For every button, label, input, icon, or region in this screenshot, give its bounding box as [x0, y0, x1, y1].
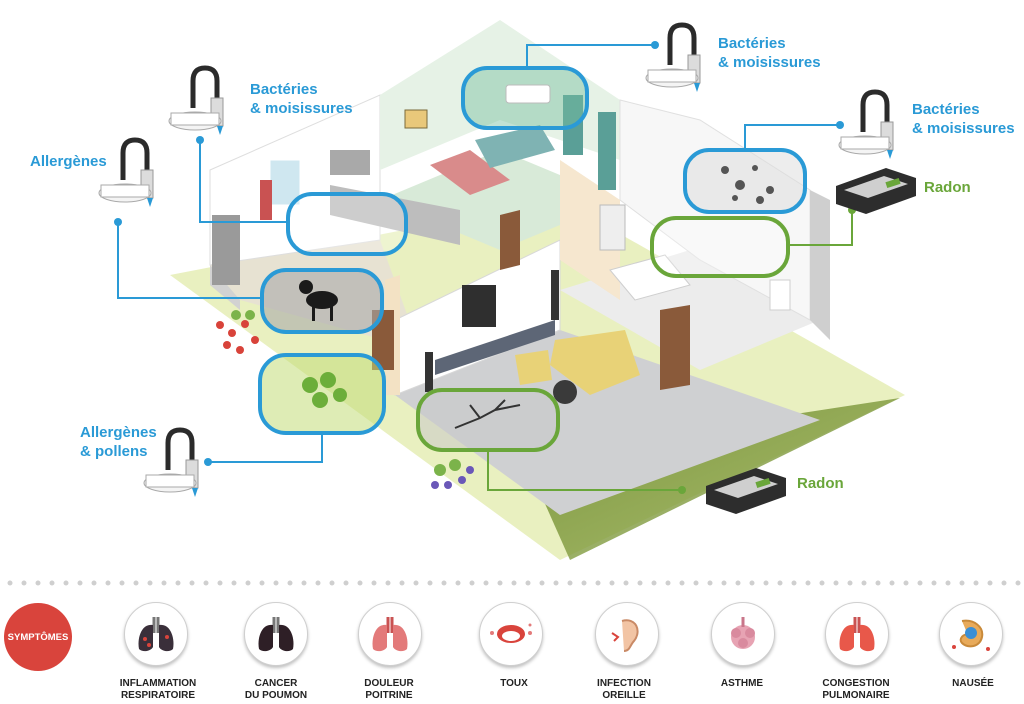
- symptom-label: INFLAMMATION RESPIRATOIRE: [119, 678, 197, 701]
- wall-back-bedroom: [380, 20, 620, 170]
- air-sampler-icon: [838, 89, 894, 159]
- air-sampler-icon: [645, 22, 701, 92]
- tv: [462, 285, 496, 327]
- painting: [404, 109, 428, 129]
- congested-lungs-icon: [825, 602, 889, 666]
- red-lungs-icon: [358, 602, 422, 666]
- tv-cabinet: [435, 320, 555, 375]
- door-bedroom: [500, 210, 520, 270]
- dotted-divider: [7, 580, 1021, 586]
- line-pollens: [208, 433, 323, 463]
- tomato-plants: [216, 310, 259, 354]
- counter-back: [330, 150, 370, 175]
- lavender-plants: [431, 459, 474, 489]
- air-sampler-icon: [168, 65, 224, 135]
- line-allergenes: [117, 222, 262, 299]
- fridge: [212, 215, 240, 285]
- wall-beige: [560, 160, 620, 300]
- highlight-kitchen: [286, 192, 408, 256]
- inflamed-lungs-icon: [124, 602, 188, 666]
- floor-living: [395, 330, 820, 515]
- symptom-label: CONGESTION PULMONAIRE: [822, 678, 890, 701]
- radon-monitor-icon: [706, 468, 786, 514]
- coffee-table: [553, 380, 577, 404]
- symptom-label: INFECTION OREILLE: [597, 678, 651, 701]
- line-radon-right: [788, 210, 853, 246]
- floor-crack: [454, 399, 521, 429]
- line-radon-bottom: [487, 450, 682, 491]
- symptom-label: TOUX: [500, 678, 528, 689]
- label-bacteries-right: Bactéries & moisissures: [912, 101, 1015, 137]
- sink: [769, 279, 791, 311]
- pollen-plant: [302, 372, 347, 408]
- line-top-right: [744, 124, 840, 150]
- sofa: [550, 330, 640, 395]
- speaker-right: [551, 270, 559, 320]
- door-living: [660, 305, 690, 390]
- line-top-left: [199, 140, 288, 223]
- armchair: [515, 350, 552, 385]
- symptom-label: NAUSÉE: [952, 678, 994, 689]
- sofa-bedroom: [475, 125, 555, 168]
- symptom-label: ASTHME: [720, 678, 764, 689]
- speaker-left: [425, 352, 433, 392]
- ear-icon: [595, 602, 659, 666]
- bathtub: [609, 254, 691, 301]
- stomach-icon: [939, 602, 1003, 666]
- shelves: [599, 204, 626, 251]
- highlight-crack: [416, 388, 560, 452]
- symptoms-badge: SYMPTÔMES: [4, 603, 72, 671]
- label-bacteries-center: Bactéries & moisissures: [718, 35, 821, 71]
- radon-monitor-icon: [836, 168, 916, 214]
- dog-silhouette: [299, 280, 338, 321]
- line-top-center: [526, 44, 655, 68]
- symptom-label: CANCER DU POUMON: [244, 678, 308, 701]
- symptom-label: DOULEUR POITRINE: [364, 678, 414, 701]
- air-sampler-icon: [98, 137, 154, 207]
- counter: [330, 185, 460, 245]
- curtain-kitchen: [260, 180, 272, 220]
- ac-unit: [505, 84, 551, 104]
- house-shadow: [530, 398, 900, 560]
- dark-lungs-icon: [244, 602, 308, 666]
- mold-spots: [721, 165, 774, 204]
- wall-right-outer: [810, 190, 830, 340]
- curtain-right: [598, 112, 616, 190]
- label-allergenes: Allergènes: [30, 153, 107, 170]
- label-allergenes-pollens: Allergènes & pollens: [80, 424, 157, 460]
- highlight-bath: [650, 216, 790, 278]
- bed: [430, 150, 510, 195]
- open-mouth-icon: [479, 602, 543, 666]
- label-radon-bottom: Radon: [797, 475, 844, 492]
- bronchi-icon: [711, 602, 775, 666]
- label-bacteries-left: Bactéries & moisissures: [250, 81, 353, 117]
- air-sampler-icon: [143, 427, 199, 497]
- label-radon-right: Radon: [924, 179, 971, 196]
- highlight-mold: [683, 148, 807, 214]
